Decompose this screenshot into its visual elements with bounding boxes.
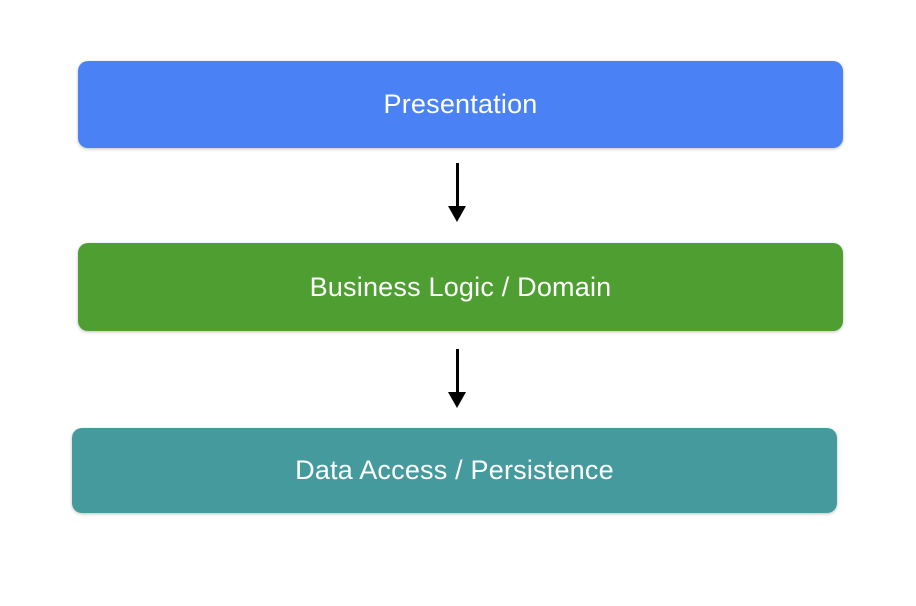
node-data-access-persistence: Data Access / Persistence <box>72 428 837 513</box>
node-presentation: Presentation <box>78 61 843 148</box>
arrow-presentation-to-business-logic <box>448 163 466 222</box>
node-business-logic-domain-label: Business Logic / Domain <box>309 271 612 302</box>
node-business-logic-domain: Business Logic / Domain <box>78 243 843 331</box>
arrow-down-icon <box>448 392 466 408</box>
arrow-down-icon <box>448 206 466 222</box>
arrow-line <box>455 349 459 392</box>
node-data-access-persistence-label: Data Access / Persistence <box>295 455 614 485</box>
arrow-business-logic-to-data-access <box>448 349 466 408</box>
node-presentation-label: Presentation <box>383 89 538 119</box>
arrow-line <box>455 163 459 206</box>
